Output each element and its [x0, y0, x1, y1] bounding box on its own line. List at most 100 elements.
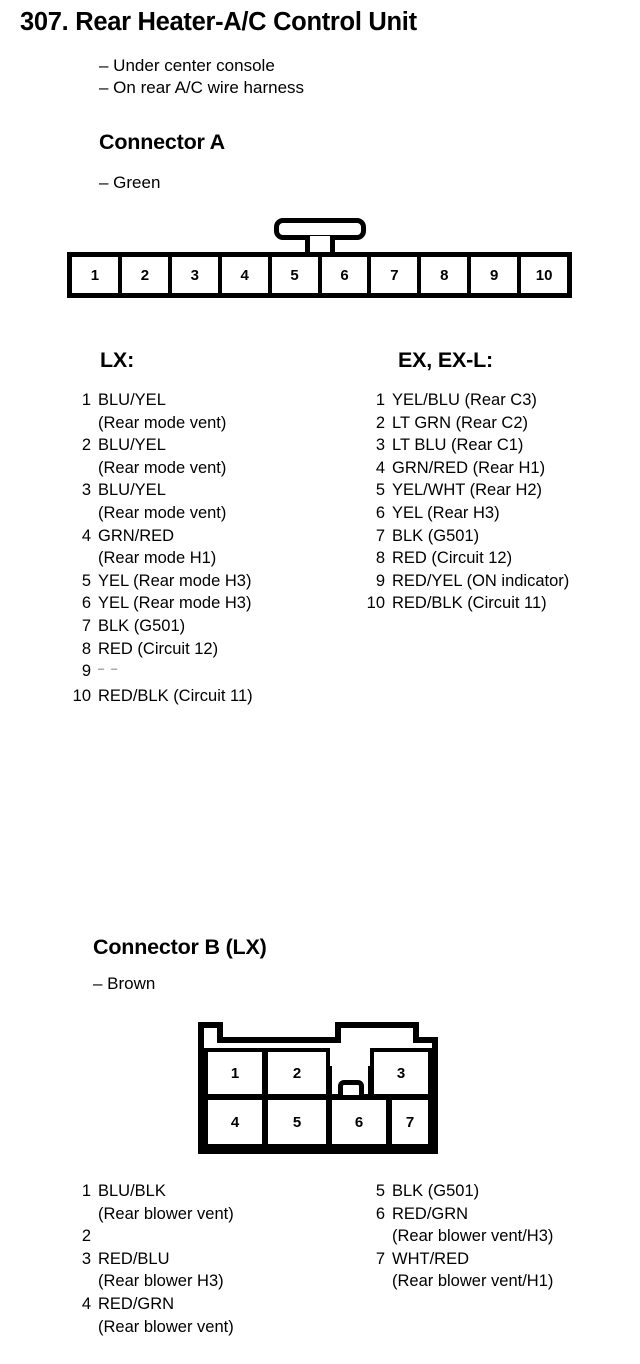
connector-b-pin-number: 7 — [375, 1249, 385, 1268]
connector-a-pin-1: 1 — [72, 257, 122, 293]
connector-a-latch-mask — [310, 236, 330, 244]
connector-a-pin-6: 6 — [321, 257, 372, 293]
lx-pin-number: 4 — [81, 526, 91, 545]
page-title: 307. Rear Heater-A/C Control Unit — [20, 8, 417, 36]
lx-pin-row: 8 RED (Circuit 12) — [72, 638, 253, 661]
ex-pin-number: 5 — [375, 481, 385, 500]
lx-pin-description: BLU/YEL(Rear mode vent) — [98, 479, 226, 524]
connector-b-pin-circuit: (Rear blower vent/H3) — [392, 1227, 554, 1246]
connector-b-diagram: 1 2 3 4 5 6 7 — [198, 1022, 438, 1154]
ex-pin-row: 3 LT BLU (Rear C1) — [366, 434, 569, 457]
lx-pin-description: BLU/YEL(Rear mode vent) — [98, 434, 226, 479]
lx-pin-description: BLU/YEL(Rear mode vent) — [98, 389, 226, 434]
ex-pin-description: YEL (Rear H3) — [392, 503, 500, 522]
connector-b-pin-number: 5 — [375, 1182, 385, 1200]
lx-pin-number: 8 — [81, 639, 91, 658]
connector-a-body: 1 2 3 4 5 6 7 8 9 10 — [67, 252, 572, 298]
connector-a-heading: Connector A — [99, 130, 226, 154]
ex-pin-description: GRN/RED (Rear H1) — [392, 458, 546, 477]
connector-a-color: – Green — [99, 173, 161, 192]
connector-b-pin-number: 1 — [81, 1182, 91, 1200]
connector-a-pin-2: 2 — [121, 257, 172, 293]
connector-b-pin-description: RED/BLU(Rear blower H3) — [98, 1248, 224, 1293]
connector-b-pin-number: 3 — [81, 1249, 91, 1268]
location-notes: – Under center console – On rear A/C wir… — [99, 55, 304, 99]
lx-pin-number: 3 — [81, 481, 91, 500]
lx-pin-circuit: (Rear mode vent) — [98, 458, 227, 477]
ex-pin-row: 5 YEL/WHT (Rear H2) — [366, 479, 569, 502]
ex-pin-description: LT BLU (Rear C1) — [392, 436, 524, 455]
ex-pin-description: RED/YEL (ON indicator) — [392, 571, 570, 590]
lx-pin-row: 9 – – — [72, 660, 253, 685]
lx-pin-description: GRN/RED(Rear mode H1) — [98, 525, 216, 570]
connector-b-pin-description: BLK (G501) — [392, 1182, 480, 1200]
lx-pin-number: 7 — [81, 616, 91, 635]
ex-list-heading: EX, EX-L: — [398, 348, 493, 372]
connector-b-right-pin-list: 5 BLK (G501) 6 RED/GRN(Rear blower vent/H3)… — [366, 1180, 554, 1293]
lx-list-heading: LX: — [100, 348, 135, 372]
connector-b-pin-number: 4 — [81, 1294, 91, 1313]
connector-b-pin-description: WHT/RED(Rear blower vent/H1) — [392, 1248, 553, 1293]
lx-pin-row: 3 BLU/YEL(Rear mode vent) — [72, 479, 253, 524]
lx-pin-number: 1 — [81, 391, 91, 409]
location-note-0: – Under center console — [99, 56, 275, 75]
lx-pin-description: RED/BLK (Circuit 11) — [98, 686, 253, 705]
connector-b-pin-3: 3 — [370, 1048, 432, 1098]
connector-b-pin-description: RED/GRN(Rear blower vent/H3) — [392, 1203, 553, 1248]
ex-pin-description: RED/BLK (Circuit 11) — [392, 594, 547, 613]
ex-pin-number: 2 — [375, 413, 385, 432]
connector-b-pin-1: 1 — [204, 1048, 266, 1098]
connector-b-pin-row: 7 WHT/RED(Rear blower vent/H1) — [366, 1248, 554, 1293]
connector-a-pin-5: 5 — [271, 257, 322, 293]
ex-pin-description: RED (Circuit 12) — [392, 549, 513, 568]
location-note-1: – On rear A/C wire harness — [99, 78, 305, 97]
connector-b-pin-row: 1 BLU/BLK(Rear blower vent) — [72, 1180, 234, 1225]
lx-pin-description: RED (Circuit 12) — [98, 639, 219, 658]
connector-a-pin-7: 7 — [371, 257, 422, 293]
connector-b-left-pin-list: 1 BLU/BLK(Rear blower vent) 2 3 RED/BLU(Rear… — [72, 1180, 234, 1338]
connector-a-pin-4: 4 — [221, 257, 272, 293]
ex-pin-number: 6 — [375, 503, 385, 522]
lx-pin-circuit: (Rear mode H1) — [98, 549, 217, 568]
ex-pin-description: BLK (G501) — [392, 526, 480, 545]
connector-b-color: – Brown — [93, 974, 156, 993]
connector-b-pin-description: BLU/BLK(Rear blower vent) — [98, 1180, 234, 1225]
ex-pin-row: 4 GRN/RED (Rear H1) — [366, 457, 569, 480]
connector-b-pin-circuit: (Rear blower vent) — [98, 1317, 234, 1336]
ex-pin-number: 1 — [375, 391, 385, 409]
ex-pin-row: 9 RED/YEL (ON indicator) — [366, 570, 569, 593]
lx-pin-description: YEL (Rear mode H3) — [98, 571, 252, 590]
connector-b-pin-row: 6 RED/GRN(Rear blower vent/H3) — [366, 1203, 554, 1248]
lx-pin-number: 9 — [81, 662, 91, 681]
ex-pin-row: 1 YEL/BLU (Rear C3) — [366, 389, 569, 412]
lx-pin-description: – – — [98, 660, 119, 685]
connector-a-pin-3: 3 — [171, 257, 222, 293]
ex-pin-number: 10 — [366, 594, 385, 613]
ex-pin-number: 4 — [375, 458, 385, 477]
connector-b-pin-row: 3 RED/BLU(Rear blower H3) — [72, 1248, 234, 1293]
ex-pin-description: YEL/BLU (Rear C3) — [392, 391, 537, 409]
connector-b-shell-outline — [198, 1022, 438, 1154]
ex-pin-row: 6 YEL (Rear H3) — [366, 502, 569, 525]
lx-pin-number: 2 — [81, 436, 91, 455]
ex-pin-number: 3 — [375, 436, 385, 455]
connector-a-pin-9: 9 — [471, 257, 522, 293]
ex-pin-description: YEL/WHT (Rear H2) — [392, 481, 543, 500]
ex-pin-number: 9 — [375, 571, 385, 590]
connector-b-pin-5: 5 — [264, 1096, 330, 1148]
connector-a-pin-8: 8 — [421, 257, 472, 293]
connector-b-pin-6: 6 — [328, 1096, 390, 1148]
connector-b-pin-7: 7 — [388, 1096, 432, 1148]
connector-b-pin-number: 6 — [375, 1204, 385, 1223]
connector-b-pin-number: 2 — [81, 1227, 91, 1246]
lx-pin-blank-dash: – – — [98, 663, 120, 676]
